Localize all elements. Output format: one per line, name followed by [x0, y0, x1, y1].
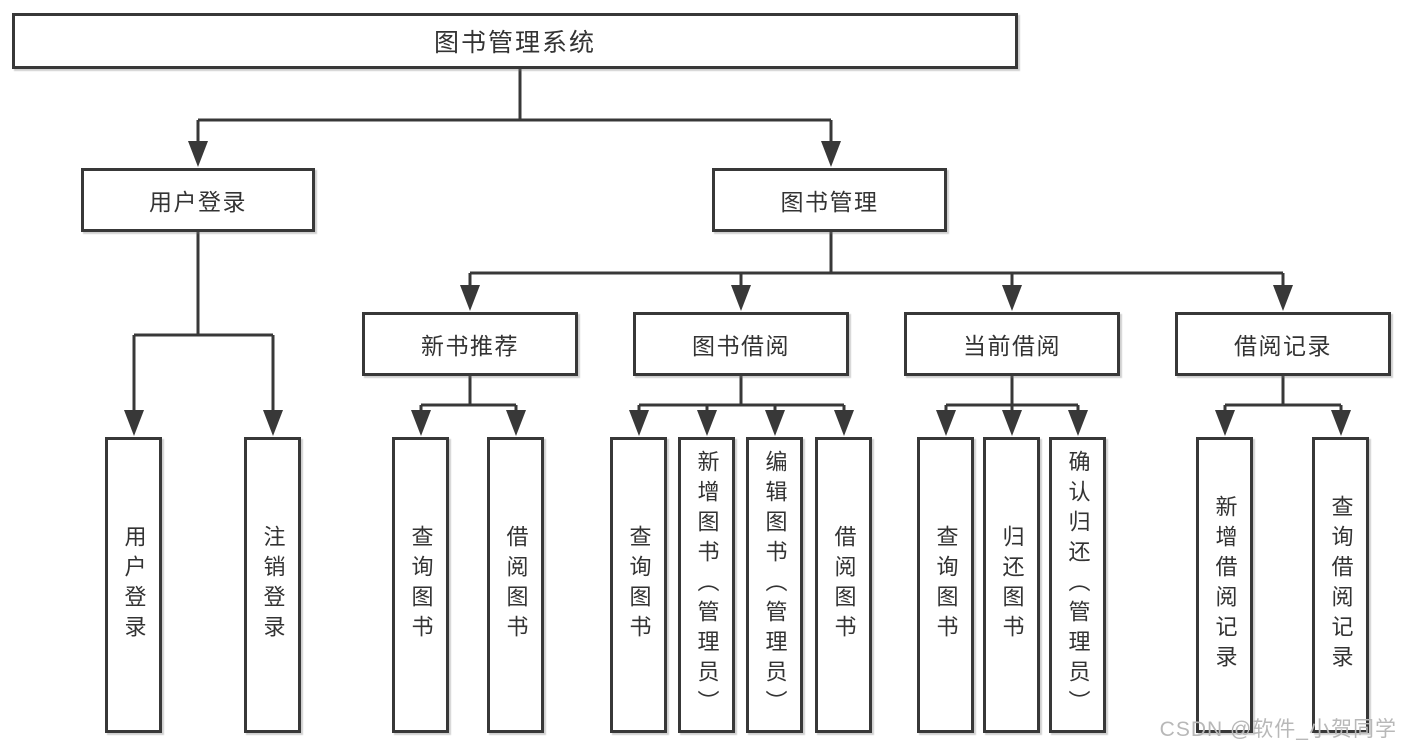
leaf-borrow-add-books-admin: 新增图书（管理员）: [678, 437, 735, 733]
leaf-records-query-borrow-record: 查询借阅记录: [1312, 437, 1369, 733]
leaf-borrow-query-books: 查询图书: [610, 437, 667, 733]
node-current-borrowing: 当前借阅: [904, 312, 1120, 376]
leaf-current-return-books: 归还图书: [983, 437, 1040, 733]
node-user-login: 用户登录: [81, 168, 315, 232]
node-book-management: 图书管理: [712, 168, 947, 232]
leaf-current-confirm-return-admin: 确认归还（管理员）: [1049, 437, 1106, 733]
node-library-management-system: 图书管理系统: [12, 13, 1018, 69]
node-book-borrowing: 图书借阅: [633, 312, 849, 376]
leaf-borrow-edit-books-admin: 编辑图书（管理员）: [746, 437, 803, 733]
node-new-book-recommendation: 新书推荐: [362, 312, 578, 376]
leaf-recommend-query-books: 查询图书: [392, 437, 449, 733]
node-borrowing-records: 借阅记录: [1175, 312, 1391, 376]
watermark: CSDN @软件_小贺同学: [1159, 718, 1397, 741]
leaf-user-login: 用户登录: [105, 437, 162, 733]
leaf-records-add-borrow-record: 新增借阅记录: [1196, 437, 1253, 733]
connector-lines: [132, 69, 1343, 419]
arrow-down-icons: [124, 141, 1351, 436]
leaf-logout-login: 注销登录: [244, 437, 301, 733]
leaf-borrow-borrow-books: 借阅图书: [815, 437, 872, 733]
leaf-current-query-books: 查询图书: [917, 437, 974, 733]
leaf-recommend-borrow-books: 借阅图书: [487, 437, 544, 733]
